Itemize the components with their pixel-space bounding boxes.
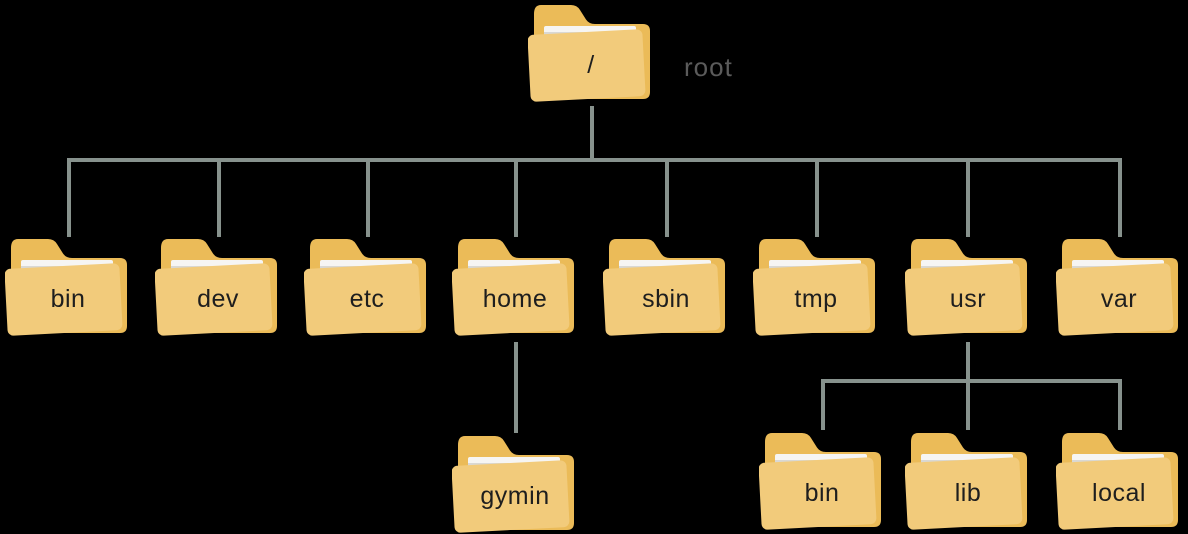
folder-bin[interactable]: bin bbox=[5, 236, 131, 336]
folder-label: sbin bbox=[642, 285, 690, 313]
folder-tmp[interactable]: tmp bbox=[753, 236, 879, 336]
folder-home[interactable]: home bbox=[452, 236, 578, 336]
connector-drop-sbin bbox=[665, 158, 669, 237]
folder-usr-bin[interactable]: bin bbox=[759, 430, 885, 530]
folder-label: home bbox=[482, 285, 548, 313]
folder-label: etc bbox=[349, 285, 385, 313]
root-annotation: root bbox=[684, 52, 733, 82]
connector-drop-var bbox=[1118, 158, 1122, 237]
folder-label: dev bbox=[197, 285, 239, 313]
folder-usr-local[interactable]: local bbox=[1056, 430, 1182, 530]
folder-label: gymin bbox=[480, 482, 550, 510]
folder-label: var bbox=[1100, 285, 1138, 313]
connector-root-bus bbox=[67, 158, 1122, 162]
folder-home-gymin[interactable]: gymin bbox=[452, 433, 578, 533]
connector-root-stem bbox=[590, 106, 594, 162]
folder-root[interactable]: / bbox=[528, 2, 654, 102]
folder-label: lib bbox=[954, 479, 982, 507]
connector-usr-drop-local bbox=[1118, 379, 1122, 430]
folder-usr[interactable]: usr bbox=[905, 236, 1031, 336]
folder-label: usr bbox=[949, 285, 987, 313]
connector-drop-bin bbox=[67, 158, 71, 237]
connector-drop-tmp bbox=[815, 158, 819, 237]
connector-usr-drop-bin bbox=[821, 379, 825, 430]
connector-drop-usr bbox=[966, 158, 970, 237]
connector-drop-dev bbox=[217, 158, 221, 237]
connector-drop-etc bbox=[366, 158, 370, 237]
folder-label: tmp bbox=[794, 285, 838, 313]
folder-label: bin bbox=[804, 479, 840, 507]
connector-home-gymin bbox=[514, 342, 518, 433]
connector-usr-stem bbox=[966, 342, 970, 430]
folder-dev[interactable]: dev bbox=[155, 236, 281, 336]
folder-sbin[interactable]: sbin bbox=[603, 236, 729, 336]
folder-label: bin bbox=[50, 285, 86, 313]
folder-etc[interactable]: etc bbox=[304, 236, 430, 336]
folder-label: local bbox=[1092, 479, 1146, 507]
folder-var[interactable]: var bbox=[1056, 236, 1182, 336]
folder-usr-lib[interactable]: lib bbox=[905, 430, 1031, 530]
folder-label: / bbox=[587, 51, 595, 79]
connector-drop-home bbox=[514, 158, 518, 237]
connector-usr-bus bbox=[821, 379, 1122, 383]
